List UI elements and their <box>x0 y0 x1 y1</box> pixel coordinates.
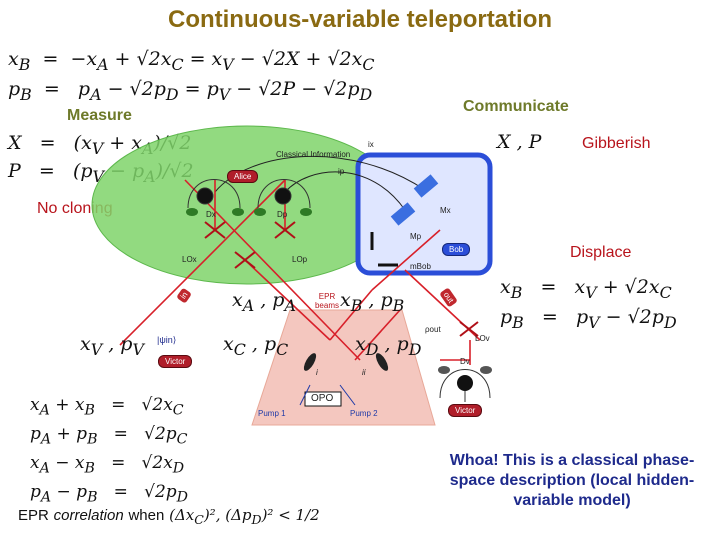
victor-tag-left: Victor <box>158 355 193 368</box>
gibberish-label: Gibberish <box>582 135 651 152</box>
beam-a-vars: xA , pA <box>232 289 296 315</box>
beam-splitters <box>204 221 479 337</box>
beam-d-vars: xD , pD <box>355 333 422 359</box>
diff-x-eq: xA − xB = √2xD <box>30 453 185 477</box>
communicated-xp: X , P <box>497 131 542 153</box>
dx-label: Dx <box>206 210 216 219</box>
classical-information-label: Classical Information <box>276 150 351 159</box>
lov-label: LOv <box>475 334 490 343</box>
displace-eq-x: xB = xV + √2xC <box>500 276 672 302</box>
opo-label: OPO <box>311 393 334 404</box>
epr-beams-label: EPR beams <box>314 292 339 310</box>
victor-detector <box>457 375 473 391</box>
mbob-label: mBob <box>410 262 431 271</box>
dv-label: Dv <box>460 357 470 366</box>
page-title: Continuous-variable teleportation <box>167 6 553 33</box>
lox-label: LOx <box>182 255 197 264</box>
ix-label: ix <box>368 140 374 149</box>
lop-label: LOp <box>292 255 308 264</box>
sum-p-eq: pA + pB = √2pC <box>30 424 188 448</box>
mp-label: Mp <box>410 232 422 241</box>
rho-out-label: ρout <box>425 325 441 334</box>
dp-label: Dp <box>277 210 288 219</box>
equation-pb: pB = pA − √2pD = pV − √2P − √2pD <box>8 78 373 104</box>
ip-label: ip <box>338 167 345 176</box>
pump1-label: Pump 1 <box>258 409 286 418</box>
sum-x-eq: xA + xB = √2xC <box>30 395 184 419</box>
beam-c-vars: xC , pC <box>223 333 289 359</box>
bob-modulator-x <box>413 174 439 198</box>
opo-box <box>304 391 342 407</box>
alice-detectors <box>186 179 312 216</box>
displace-label: Displace <box>570 244 632 261</box>
pump2-label: Pump 2 <box>350 409 378 418</box>
equation-xb: xB = −xA + √2xC = xV − √2X + √2xC <box>8 48 375 74</box>
beam-b-vars: xB , pB <box>340 289 405 315</box>
whoa-note: Whoa! This is a classical phase-space de… <box>449 452 695 509</box>
alice-tag: Alice <box>227 170 259 183</box>
measure-label: Measure <box>67 107 132 124</box>
bob-modulator-p <box>390 202 416 226</box>
diff-p-eq: pA − pB = √2pD <box>30 482 189 506</box>
displace-eq-p: pB = pV − √2pD <box>500 306 677 332</box>
equation-x: X = (xV + xA)/√2 <box>8 132 191 158</box>
communicate-label: Communicate <box>463 98 569 115</box>
victor-tag-right: Victor <box>448 404 483 417</box>
bob-box <box>355 152 493 276</box>
victor-input-vars: xV , pV <box>80 333 144 359</box>
opo-region <box>251 309 436 426</box>
i-label: i <box>316 368 318 377</box>
bob-tag: Bob <box>442 243 471 256</box>
classical-line-p <box>284 171 406 211</box>
epr-correlation-condition: EPR correlation when (ΔxC)², (ΔpD)² < 1/… <box>18 506 320 527</box>
psi-in-label: |ψin⟩ <box>157 335 177 345</box>
mx-label: Mx <box>440 206 451 215</box>
ii-label: ii <box>362 368 366 377</box>
